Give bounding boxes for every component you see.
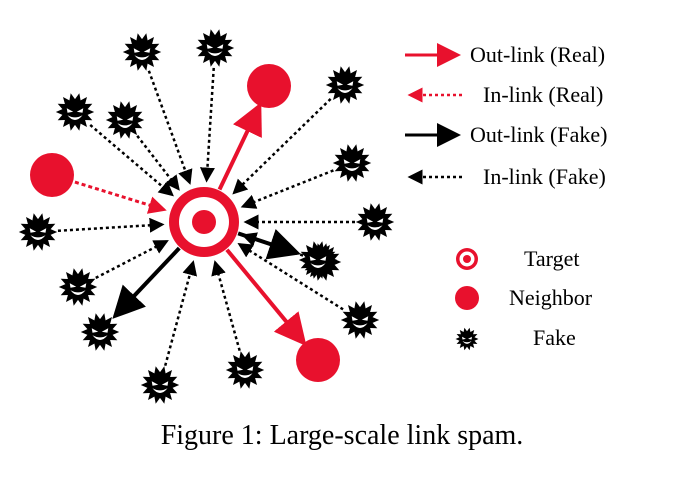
fake-node xyxy=(140,366,180,404)
fake-node xyxy=(55,93,95,131)
in-link-fake-edge xyxy=(95,240,169,279)
fake-node xyxy=(18,213,58,251)
legend-neighbor-label: Neighbor xyxy=(509,285,593,310)
fake-node xyxy=(80,313,120,351)
fake-devil-glyph xyxy=(455,327,479,351)
fake-node xyxy=(122,33,162,71)
figure-caption: Figure 1: Large-scale link spam. xyxy=(160,420,524,451)
link-spam-diagram: Out-link (Real) In-link (Real) Out-link … xyxy=(18,29,607,404)
out-link-real-edge xyxy=(225,248,307,347)
legend-fake-label: Fake xyxy=(533,325,576,350)
fake-node xyxy=(298,241,338,279)
in-link-fake-edge xyxy=(211,260,241,352)
legend-in-link-real-label: In-link (Real) xyxy=(483,82,603,107)
out-link-fake-edge xyxy=(237,229,301,260)
in-link-fake-edge xyxy=(240,169,334,209)
legend-in-link-real: In-link (Real) xyxy=(407,82,603,107)
in-link-fake-edge xyxy=(164,260,198,367)
in-link-fake-edge xyxy=(232,98,332,195)
fake-node xyxy=(195,29,235,67)
in-link-fake-edge xyxy=(237,243,344,311)
in-link-real-edge xyxy=(74,180,167,214)
in-link-fake-edge xyxy=(136,135,180,191)
fake-node xyxy=(225,351,265,389)
fake-node xyxy=(325,66,365,104)
legend-in-link-fake: In-link (Fake) xyxy=(407,164,606,189)
in-link-fake-edge xyxy=(57,217,165,233)
legend-out-link-real-label: Out-link (Real) xyxy=(470,42,605,67)
neighbor-icon xyxy=(455,286,479,310)
target-icon xyxy=(456,248,478,270)
legend-in-link-fake-label: In-link (Fake) xyxy=(483,164,606,189)
target-node xyxy=(169,187,239,257)
fake-node xyxy=(340,301,380,339)
fake-devil-icon xyxy=(455,327,479,351)
out-link-fake-edge xyxy=(112,246,181,319)
in-link-fake-edge xyxy=(89,124,174,197)
out-link-real-edge xyxy=(217,102,262,191)
nodes xyxy=(18,29,395,404)
neighbor-node xyxy=(296,338,340,382)
legend-out-link-real: Out-link (Real) xyxy=(405,42,605,67)
legend-out-link-fake-label: Out-link (Fake) xyxy=(470,122,607,147)
legend: Out-link (Real) In-link (Real) Out-link … xyxy=(405,42,607,351)
in-link-fake-edge xyxy=(199,67,215,183)
fake-node xyxy=(355,203,395,241)
legend-out-link-fake: Out-link (Fake) xyxy=(405,122,607,147)
fake-node xyxy=(332,144,372,182)
fake-node xyxy=(58,268,98,306)
fake-node xyxy=(105,101,145,139)
neighbor-node xyxy=(30,153,74,197)
in-link-fake-edge xyxy=(147,70,193,185)
edges xyxy=(57,67,355,367)
legend-target-label: Target xyxy=(524,246,579,271)
neighbor-node xyxy=(247,64,291,108)
